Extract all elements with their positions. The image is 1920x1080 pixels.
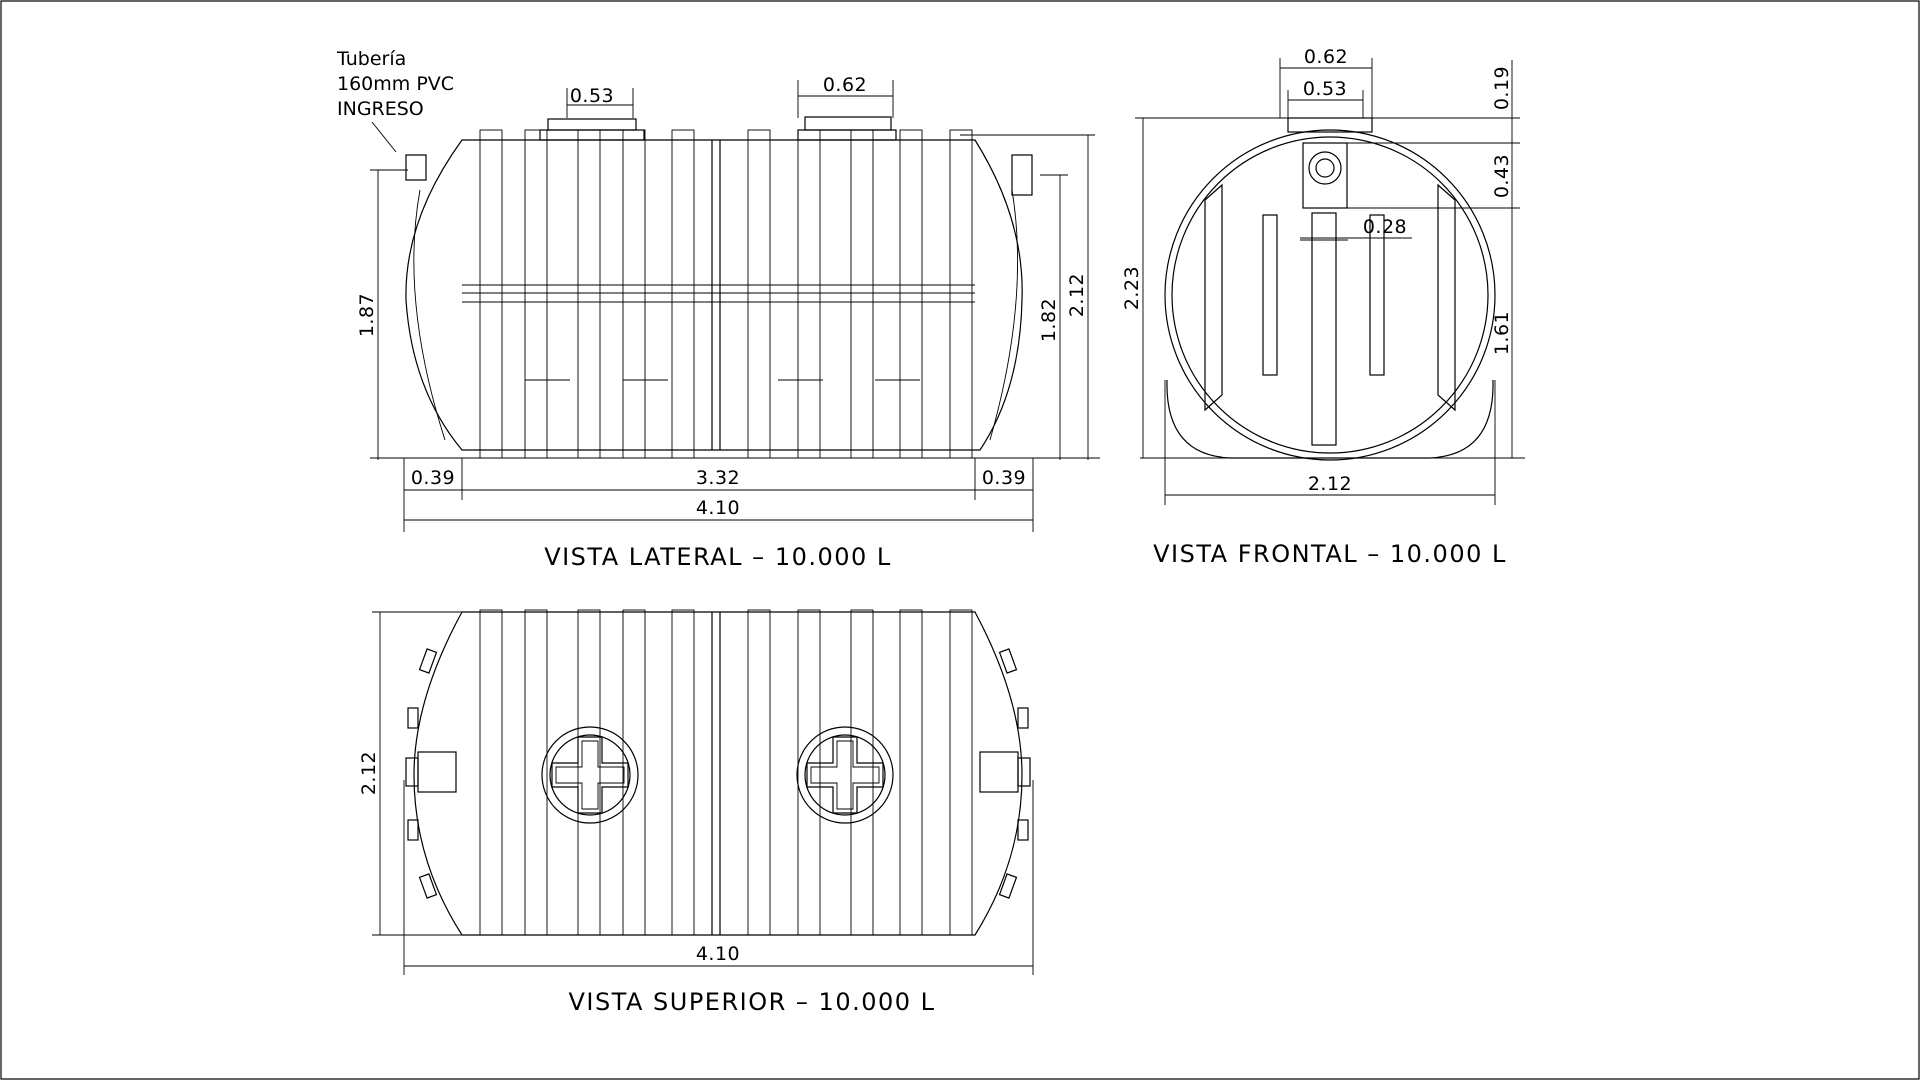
pipe-note-line1: Tubería <box>336 48 406 70</box>
side-view-lid-left-base <box>539 129 645 141</box>
dim-top-width: 2.12 <box>358 751 380 795</box>
dim-side-height-left: 1.87 <box>356 293 378 337</box>
top-view-pipe-left-cap <box>405 757 419 787</box>
top-view-body <box>413 611 1023 936</box>
side-view-end-right <box>989 189 1019 441</box>
top-view-pipe-left <box>417 751 457 793</box>
tank-rib <box>671 609 695 936</box>
front-view-pipe-inner <box>1315 158 1335 178</box>
top-view-title: VISTA SUPERIOR – 10.000 L <box>568 988 935 1016</box>
front-view-base <box>1166 379 1494 459</box>
top-view-pipe-right-cap <box>1017 757 1031 787</box>
front-view-lid <box>1287 117 1373 133</box>
front-view-pipe-box <box>1302 142 1348 209</box>
tank-rib <box>622 609 646 936</box>
dim-front-right-b: 0.43 <box>1491 154 1513 198</box>
top-view: 2.12 4.10 VISTA SUPERIOR – 10.000 L <box>358 609 1034 1016</box>
front-view-inner-circle <box>1171 136 1489 454</box>
tank-rib <box>671 129 695 459</box>
dim-front-height: 2.23 <box>1121 266 1143 310</box>
side-view-ribs <box>479 129 973 459</box>
dim-front-right-c: 1.61 <box>1491 311 1513 355</box>
top-view-lug <box>998 873 1018 899</box>
tank-rib <box>577 609 601 936</box>
dim-side-lid-right: 0.62 <box>823 74 867 96</box>
dim-side-height-inner: 1.82 <box>1038 298 1060 342</box>
side-view-pipe-left <box>405 154 427 181</box>
top-view-lug <box>998 648 1018 674</box>
dim-side-lid-left: 0.53 <box>570 85 614 107</box>
tank-rib <box>747 129 771 459</box>
tank-rib <box>949 609 973 936</box>
side-view-body <box>405 139 1023 451</box>
tank-rib <box>479 609 503 936</box>
tank-rib <box>524 609 548 936</box>
front-view-slot-left <box>1262 214 1278 376</box>
top-view-ribs <box>479 609 973 936</box>
front-view-outer-circle <box>1164 129 1496 461</box>
front-view-center-column <box>1311 212 1337 446</box>
top-view-manhole-left <box>541 726 639 824</box>
tank-rib <box>899 129 923 459</box>
side-view: 0.53 0.62 1.87 1.82 2.12 0.39 3.32 0.39 … <box>336 48 1100 571</box>
front-view-slot-right <box>1369 214 1385 376</box>
tank-rib <box>797 129 821 459</box>
tank-rib <box>949 129 973 459</box>
pipe-note-line2: 160mm PVC <box>337 73 454 95</box>
side-view-pipe-right <box>1011 154 1033 196</box>
dim-side-end-left: 0.39 <box>411 467 455 489</box>
tank-rib <box>479 129 503 459</box>
pipe-note-line3: INGRESO <box>337 98 424 120</box>
top-view-manhole-right <box>796 726 894 824</box>
side-view-lid-right-base <box>797 129 897 141</box>
dim-front-pipe: 0.28 <box>1363 216 1407 238</box>
top-view-lug <box>418 648 438 674</box>
front-view-rib-left <box>1204 183 1223 412</box>
front-view: 0.62 0.53 0.28 0.19 0.43 1.61 2.23 2.12 … <box>1121 46 1525 568</box>
front-view-pipe-outer <box>1308 151 1342 185</box>
dim-top-length: 4.10 <box>696 943 740 965</box>
tank-rib <box>899 609 923 936</box>
dim-front-right-a: 0.19 <box>1491 66 1513 110</box>
side-view-end-left <box>413 189 446 441</box>
dim-side-middle: 3.32 <box>696 467 740 489</box>
tank-rib <box>850 609 874 936</box>
tank-rib <box>850 129 874 459</box>
tank-rib <box>524 129 548 459</box>
dim-side-height-total: 2.12 <box>1066 273 1088 317</box>
side-view-title: VISTA LATERAL – 10.000 L <box>544 543 892 571</box>
pipe-leader-line <box>371 121 397 153</box>
top-view-lug <box>407 819 419 841</box>
top-view-lug <box>418 873 438 899</box>
side-view-lid-left <box>547 118 637 131</box>
front-view-title: VISTA FRONTAL – 10.000 L <box>1153 540 1507 568</box>
dim-front-width: 2.12 <box>1308 473 1352 495</box>
top-view-lug <box>1017 707 1029 729</box>
dim-side-length: 4.10 <box>696 497 740 519</box>
dim-front-inner-top: 0.53 <box>1303 78 1347 100</box>
dim-front-outer-top: 0.62 <box>1304 46 1348 68</box>
tank-rib <box>797 609 821 936</box>
tank-rib <box>577 129 601 459</box>
tank-rib <box>747 609 771 936</box>
side-view-lid-right <box>804 116 892 131</box>
top-view-lug <box>1017 819 1029 841</box>
top-view-lug <box>407 707 419 729</box>
front-view-rib-right <box>1437 183 1456 412</box>
top-view-pipe-right <box>979 751 1019 793</box>
dim-side-end-right: 0.39 <box>982 467 1026 489</box>
tank-rib <box>622 129 646 459</box>
